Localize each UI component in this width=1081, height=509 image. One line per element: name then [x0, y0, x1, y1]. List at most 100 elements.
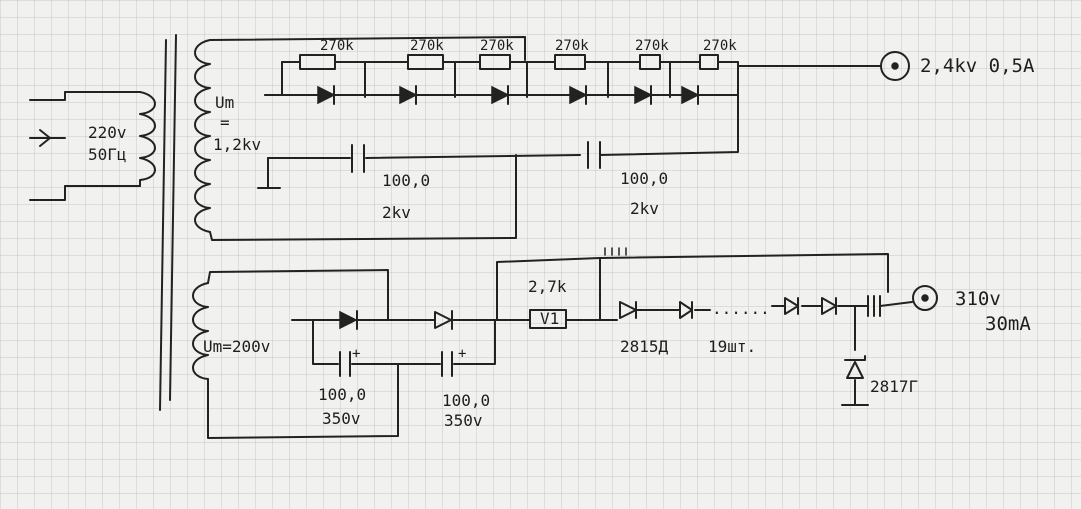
hv-wiring [209, 36, 881, 241]
lv-resistor-body [529, 309, 567, 329]
lv-diode-1 [339, 310, 358, 330]
hv-cap2 [587, 141, 601, 169]
zener-19 [821, 297, 837, 315]
lv-wiring [207, 253, 913, 439]
lv-output-current: 30mA [985, 313, 1031, 335]
hv-diode-string [264, 85, 739, 105]
resistor-r4-label: 270k [555, 38, 589, 54]
hv-output-ring [880, 51, 910, 81]
lv-cap2 [441, 351, 453, 377]
zener-1 [619, 301, 637, 319]
zener-2 [679, 301, 693, 319]
rung-lines [364, 61, 739, 98]
hv-secondary-winding: Um = 1,2kv [194, 39, 261, 233]
hv-diode-3 [491, 85, 510, 105]
lv-cap2-polarity: + [458, 346, 466, 362]
lv-resistor-value: 2,7k [528, 277, 567, 296]
resistor-r2-label: 270k [410, 38, 444, 54]
hv-winding-label: Um [215, 93, 234, 112]
hv-diode-2 [399, 85, 418, 105]
zener-count-label: 19шт. [708, 337, 756, 356]
ref-zener: 2817Г [844, 355, 918, 396]
primary-winding [139, 91, 156, 187]
lv-capacitors: + + 100,0 350v 100,0 350v [318, 346, 490, 430]
doubler-cap-wire [312, 319, 496, 365]
ref-diode-leads [841, 305, 869, 406]
lv-output-voltage: 310v [955, 288, 1001, 310]
zener-type-label: 2815Д [620, 337, 669, 356]
primary-voltage-label: 220v [88, 123, 127, 142]
transformer-core [159, 34, 177, 411]
resistor-r6-label: 270k [703, 38, 737, 54]
hv-winding-eq: = [220, 113, 230, 132]
lv-diode-2 [434, 311, 452, 329]
hv-winding-coils [194, 39, 211, 233]
ref-zener-bar [844, 355, 866, 361]
lv-output-ring [912, 285, 938, 311]
hv-bottom-lead [209, 154, 517, 241]
lv-cap1 [339, 351, 351, 377]
cap1-right-lead [365, 154, 581, 159]
lv-output-cap-marks [867, 295, 881, 317]
hv-cap1-voltage: 2kv [382, 203, 411, 222]
lv-cap1-polarity: + [352, 346, 360, 362]
mains-primary: 220v 50Гц [29, 91, 156, 201]
wire-ticks [604, 247, 627, 256]
resistor-r1-label: 270k [320, 38, 354, 54]
hv-winding-value: 1,2kv [213, 135, 261, 154]
zener-18 [784, 297, 799, 315]
lv-resistor-label: V1 [540, 309, 559, 328]
primary-leads [64, 91, 141, 187]
hv-diode-1 [317, 85, 336, 105]
mains-terminal-leads [29, 91, 66, 201]
ladder-rungs [364, 61, 739, 98]
lv-winding-label: Um=200v [203, 337, 270, 356]
hv-output-dot [891, 62, 899, 70]
hv-cap1-value: 100,0 [382, 171, 430, 190]
core-line-2 [169, 34, 177, 401]
zener-chain: ...... 2815Д 19шт. [604, 247, 881, 356]
lv-doubler-diodes [339, 310, 453, 330]
resistor-r4 [554, 54, 586, 70]
lv-top-lead [207, 269, 389, 321]
ref-zener-body [846, 361, 864, 379]
lv-output-dot [921, 294, 929, 302]
lv-resistor: V1 2,7k [528, 277, 567, 329]
hv-resistor-string: 270k 270k 270k 270k 270k 270k [281, 38, 739, 70]
core-line-1 [159, 39, 167, 411]
lv-top-return [599, 253, 889, 293]
lv-cap1-value: 100,0 [318, 385, 366, 404]
zener-chain-dots: ...... [712, 299, 770, 318]
resistor-r2 [407, 54, 444, 70]
hv-output-label: 2,4kv 0,5A [920, 55, 1035, 77]
hv-ground-branch [257, 157, 281, 189]
lv-cap2-voltage: 350v [444, 411, 483, 430]
hv-diode-4 [569, 85, 588, 105]
hv-cap2-value: 100,0 [620, 169, 668, 188]
lv-cap1-voltage: 350v [322, 409, 361, 428]
zener-chain-wire-right [771, 301, 913, 307]
resistor-r3 [479, 54, 511, 70]
resistor-r1 [299, 54, 336, 70]
hv-capacitors: 100,0 2kv 100,0 2kv [351, 141, 668, 222]
lv-riser [496, 257, 601, 321]
resistor-r3-label: 270k [480, 38, 514, 54]
resistor-r6 [699, 54, 719, 70]
ladder-left-end [264, 61, 283, 96]
hv-cap2-voltage: 2kv [630, 199, 659, 218]
ref-diode-label: 2817Г [870, 377, 918, 396]
hv-diode-6 [681, 85, 700, 105]
lv-bottom-lead [207, 363, 399, 439]
lv-secondary-winding: Um=200v [192, 282, 270, 384]
primary-freq-label: 50Гц [88, 145, 127, 164]
lv-winding-coils [192, 282, 209, 384]
resistor-r5 [639, 54, 661, 70]
resistor-r5-label: 270k [635, 38, 669, 54]
lv-cap2-value: 100,0 [442, 391, 490, 410]
hv-diode-5 [634, 85, 653, 105]
hv-top-lead [209, 36, 526, 61]
lv-output-terminal: 310v 30mA [912, 285, 1031, 335]
hv-output-terminal: 2,4kv 0,5A [880, 51, 1035, 81]
mains-terminal-mark [39, 129, 51, 147]
